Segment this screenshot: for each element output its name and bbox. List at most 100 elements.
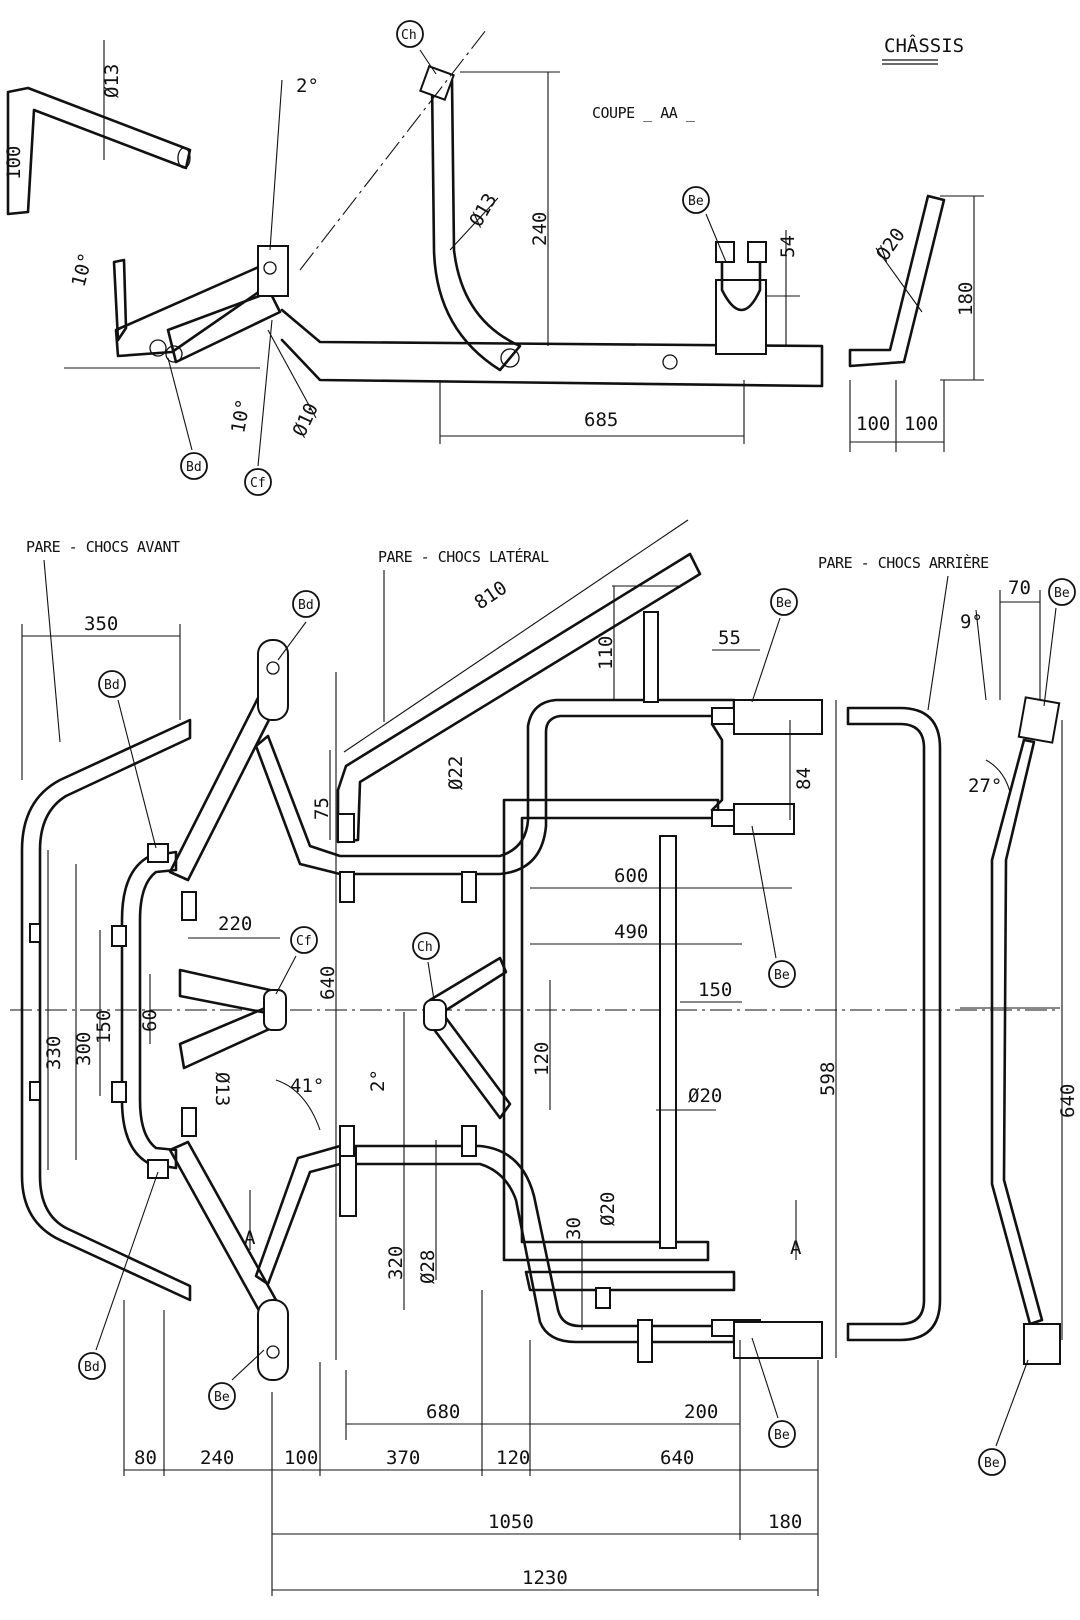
label-front-bumper: PARE - CHOCS AVANT xyxy=(26,538,180,556)
callout-ch-top xyxy=(396,20,424,48)
label-rear-bumper: PARE - CHOCS ARRIÈRE xyxy=(818,553,989,572)
front-rail-lower xyxy=(168,1140,278,1318)
dim-angle-10b: 10° xyxy=(227,397,255,435)
dim-angle-9: 9° xyxy=(960,611,983,633)
main-side-tube xyxy=(280,308,824,388)
dim-d10: Ø10 xyxy=(289,400,323,440)
leader xyxy=(1043,607,1057,707)
rear-view-tube xyxy=(990,738,1044,1326)
dim-d20: Ø20 xyxy=(688,1085,722,1107)
callout-bd-3 xyxy=(78,1352,106,1380)
callout-bd-2-label: Bd xyxy=(104,678,120,693)
nose-loop xyxy=(120,850,178,1170)
section-mark-a1: A xyxy=(244,1227,256,1249)
leader xyxy=(995,1359,1029,1447)
dim-angle-2: 2° xyxy=(296,75,319,97)
dim-line xyxy=(875,247,923,313)
dim-l680: 680 xyxy=(426,1401,460,1423)
dim-l1230: 1230 xyxy=(522,1567,568,1589)
rear-extension-lower xyxy=(733,1321,823,1359)
callout-cf-top xyxy=(244,468,272,496)
dim-w60: 60 xyxy=(139,1009,161,1032)
callout-ch-label: Ch xyxy=(417,940,433,955)
dim-h84: 84 xyxy=(793,767,815,790)
nose-tab xyxy=(147,1159,169,1179)
steering-axis xyxy=(299,29,487,271)
callout-be-top-label: Be xyxy=(688,194,704,209)
dim-line xyxy=(975,609,987,701)
dim-w330: 330 xyxy=(43,1036,65,1070)
dim-l80: 80 xyxy=(134,1447,157,1469)
drawing-title: CHÂSSIS xyxy=(884,34,964,57)
rear-view-upper-bracket xyxy=(1017,696,1061,744)
callout-bd-3-label: Bd xyxy=(84,1360,100,1375)
rear-view: 70 9° 27° 640 Be Be xyxy=(960,577,1079,1476)
dim-w300: 300 xyxy=(73,1032,95,1066)
section-mark-a2: A xyxy=(790,1237,802,1259)
tab-hole xyxy=(662,354,678,370)
dim-line xyxy=(343,519,689,753)
dim-h54: 54 xyxy=(777,235,799,258)
steering-link-1 xyxy=(178,968,274,1016)
dim-h180: 180 xyxy=(955,282,977,316)
callout-be-5 xyxy=(1048,578,1076,606)
front-lower-link xyxy=(166,290,282,364)
dim-h30: 30 xyxy=(563,1217,585,1240)
dim-line xyxy=(449,197,499,251)
lower-main-rail xyxy=(254,1144,736,1344)
nose-tab xyxy=(181,891,197,921)
dim-d13-strut: Ø13 xyxy=(465,190,501,231)
callout-cf xyxy=(290,926,318,954)
dim-angle-27: 27° xyxy=(968,775,1002,797)
dim-w70: 70 xyxy=(1008,577,1031,599)
dim-angle-2: 2° xyxy=(367,1069,389,1092)
seat-strut-2 xyxy=(428,1016,512,1120)
callout-bd-2 xyxy=(98,670,126,698)
kingpin-plate-upper xyxy=(257,639,289,721)
front-pivot-2 xyxy=(165,345,183,363)
leader xyxy=(705,213,727,263)
dim-l810: 810 xyxy=(470,577,511,614)
front-pivot xyxy=(149,339,167,357)
dim-l370: 370 xyxy=(386,1447,420,1469)
rear-view-lower-bracket xyxy=(1023,1323,1061,1365)
kingpin-hole xyxy=(263,261,277,275)
strut-base xyxy=(500,348,520,368)
callout-be-4-label: Be xyxy=(774,1428,790,1443)
leader xyxy=(751,825,777,959)
bearing-link xyxy=(710,722,724,812)
dim-h320: 320 xyxy=(385,1246,407,1280)
callout-be-3 xyxy=(768,960,796,988)
callout-be-1-label: Be xyxy=(214,1390,230,1405)
seat-strut-base xyxy=(423,999,447,1031)
front-rail-upper xyxy=(168,688,278,882)
nose-tab xyxy=(181,1107,197,1137)
dim-l180: 180 xyxy=(768,1511,802,1533)
dim-l240: 240 xyxy=(200,1447,234,1469)
dim-w350: 350 xyxy=(84,613,118,635)
bumper-tab xyxy=(29,923,41,943)
callout-be-top xyxy=(682,186,710,214)
callout-be-6-label: Be xyxy=(984,1456,1000,1471)
callout-bd-top xyxy=(180,452,208,480)
leader xyxy=(231,1349,265,1381)
front-stub xyxy=(112,258,128,342)
callout-bd-1 xyxy=(292,590,320,618)
callout-be-5-label: Be xyxy=(1054,586,1070,601)
dim-d13: Ø13 xyxy=(211,1072,233,1106)
rear-bumper-section xyxy=(848,194,946,368)
front-crossmember xyxy=(114,260,278,358)
dim-h100: 100 xyxy=(3,146,25,180)
dim-d20b: Ø20 xyxy=(597,1192,619,1226)
leader xyxy=(95,1171,159,1351)
kingpin-hole-upper xyxy=(266,661,280,675)
leader xyxy=(751,1337,779,1419)
dim-w220: 220 xyxy=(218,913,252,935)
dim-h640: 640 xyxy=(317,966,339,1000)
front-bumper-tube xyxy=(20,718,192,1302)
leader xyxy=(167,357,193,451)
leader xyxy=(275,955,297,995)
kingpin-hole-lower xyxy=(266,1345,280,1359)
kingpin-plate xyxy=(257,245,289,297)
